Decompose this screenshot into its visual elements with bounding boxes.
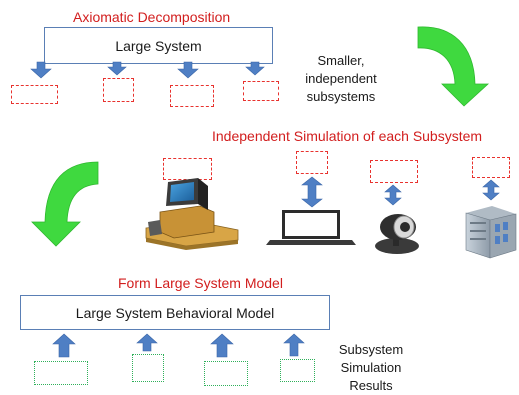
side-note-top: Smaller, independent subsystems bbox=[296, 52, 386, 106]
double-arrow-4 bbox=[482, 179, 500, 201]
side-note-top-line-2: independent bbox=[305, 71, 377, 86]
down-arrow-2 bbox=[107, 61, 127, 76]
subsystem-box-3 bbox=[170, 85, 214, 107]
subsystem-box-2 bbox=[103, 78, 134, 102]
down-arrow-1 bbox=[30, 61, 52, 79]
double-arrow-3 bbox=[384, 184, 402, 206]
curved-arrow-left bbox=[31, 161, 99, 247]
result-box-4 bbox=[280, 359, 315, 382]
device-box-2 bbox=[296, 151, 328, 174]
result-box-3 bbox=[204, 361, 248, 386]
up-arrow-2 bbox=[136, 333, 158, 352]
side-note-bottom-line-2: Simulation bbox=[340, 360, 402, 375]
behavioral-model-label: Large System Behavioral Model bbox=[75, 304, 275, 321]
curved-arrow-right bbox=[417, 26, 490, 107]
up-arrow-4 bbox=[283, 333, 305, 357]
behavioral-model-box: Large System Behavioral Model bbox=[20, 295, 330, 330]
up-arrow-3 bbox=[210, 333, 234, 358]
webcam-icon bbox=[375, 214, 419, 254]
side-note-bottom-line-3: Results bbox=[349, 378, 393, 393]
down-arrow-3 bbox=[177, 61, 199, 79]
laptop-icon bbox=[266, 210, 356, 245]
double-arrow-2 bbox=[301, 176, 323, 208]
down-arrow-4 bbox=[245, 61, 265, 76]
large-system-label: Large System bbox=[115, 37, 202, 54]
desktop-computer-icon bbox=[145, 178, 239, 250]
side-note-top-line-1: Smaller, bbox=[317, 53, 365, 68]
form-model-title: Form Large System Model bbox=[118, 275, 283, 291]
up-arrow-1 bbox=[52, 333, 76, 358]
side-note-bottom-line-1: Subsystem bbox=[338, 342, 404, 357]
device-box-3 bbox=[370, 160, 418, 183]
subsystem-box-1 bbox=[11, 85, 58, 104]
large-system-box: Large System bbox=[44, 27, 273, 64]
subsystem-box-4 bbox=[243, 81, 279, 101]
side-note-bottom: Subsystem Simulation Results bbox=[326, 341, 416, 395]
device-box-4 bbox=[472, 157, 510, 178]
server-icon bbox=[465, 206, 517, 259]
simulation-title: Independent Simulation of each Subsystem bbox=[212, 128, 483, 144]
decomposition-title: Axiomatic Decomposition bbox=[73, 9, 231, 25]
result-box-2 bbox=[132, 354, 164, 382]
side-note-top-line-3: subsystems bbox=[306, 89, 376, 104]
result-box-1 bbox=[34, 361, 88, 385]
